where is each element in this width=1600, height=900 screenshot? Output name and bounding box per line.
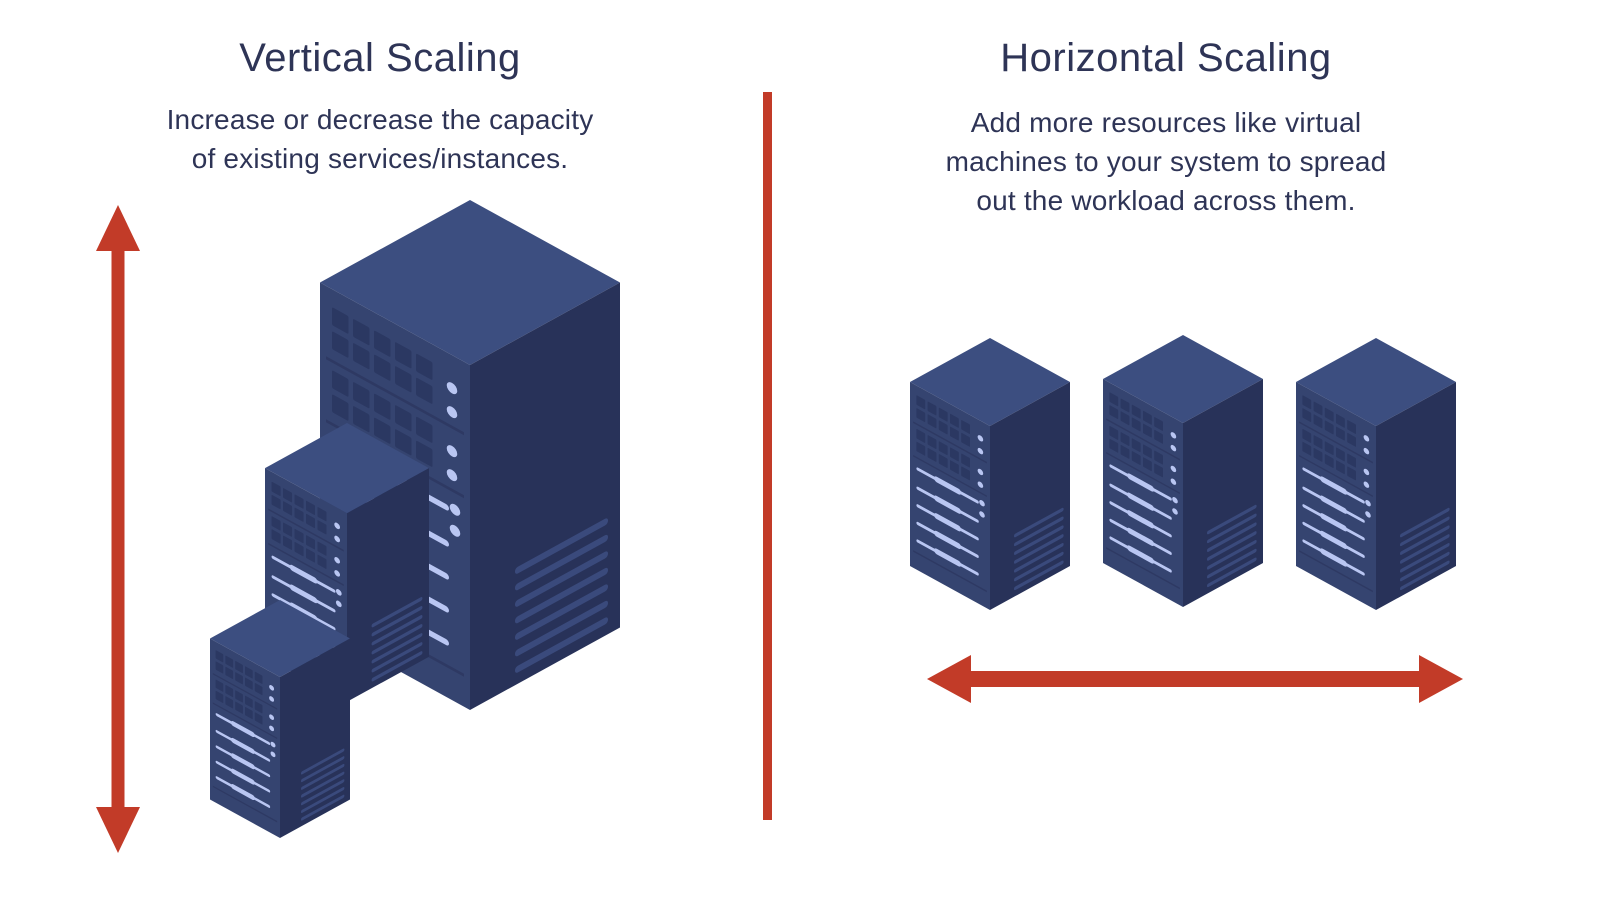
server-tower-icon: [910, 338, 1070, 610]
horizontal-scaling-server-row: [900, 330, 1500, 620]
horizontal-double-arrow-icon: [927, 655, 1463, 703]
vertical-scaling-description: Increase or decrease the capacity of exi…: [90, 100, 670, 178]
divider-line: [763, 92, 772, 820]
server-tower-icon: [1103, 335, 1263, 607]
server-tower-small-icon: [210, 600, 350, 838]
description-line: Increase or decrease the capacity: [166, 104, 594, 135]
description-line: of existing services/instances.: [191, 143, 569, 174]
vertical-scaling-title: Vertical Scaling: [239, 36, 521, 80]
description-line: out the workload across them.: [976, 185, 1356, 216]
horizontal-scaling-title: Horizontal Scaling: [1000, 36, 1332, 80]
vertical-double-arrow-icon: [96, 205, 140, 853]
server-tower-icon: [1296, 338, 1456, 610]
description-line: machines to your system to spread: [945, 146, 1387, 177]
horizontal-scaling-description: Add more resources like virtual machines…: [866, 103, 1466, 220]
vertical-scaling-server-cluster: [170, 195, 650, 885]
description-line: Add more resources like virtual: [970, 107, 1362, 138]
